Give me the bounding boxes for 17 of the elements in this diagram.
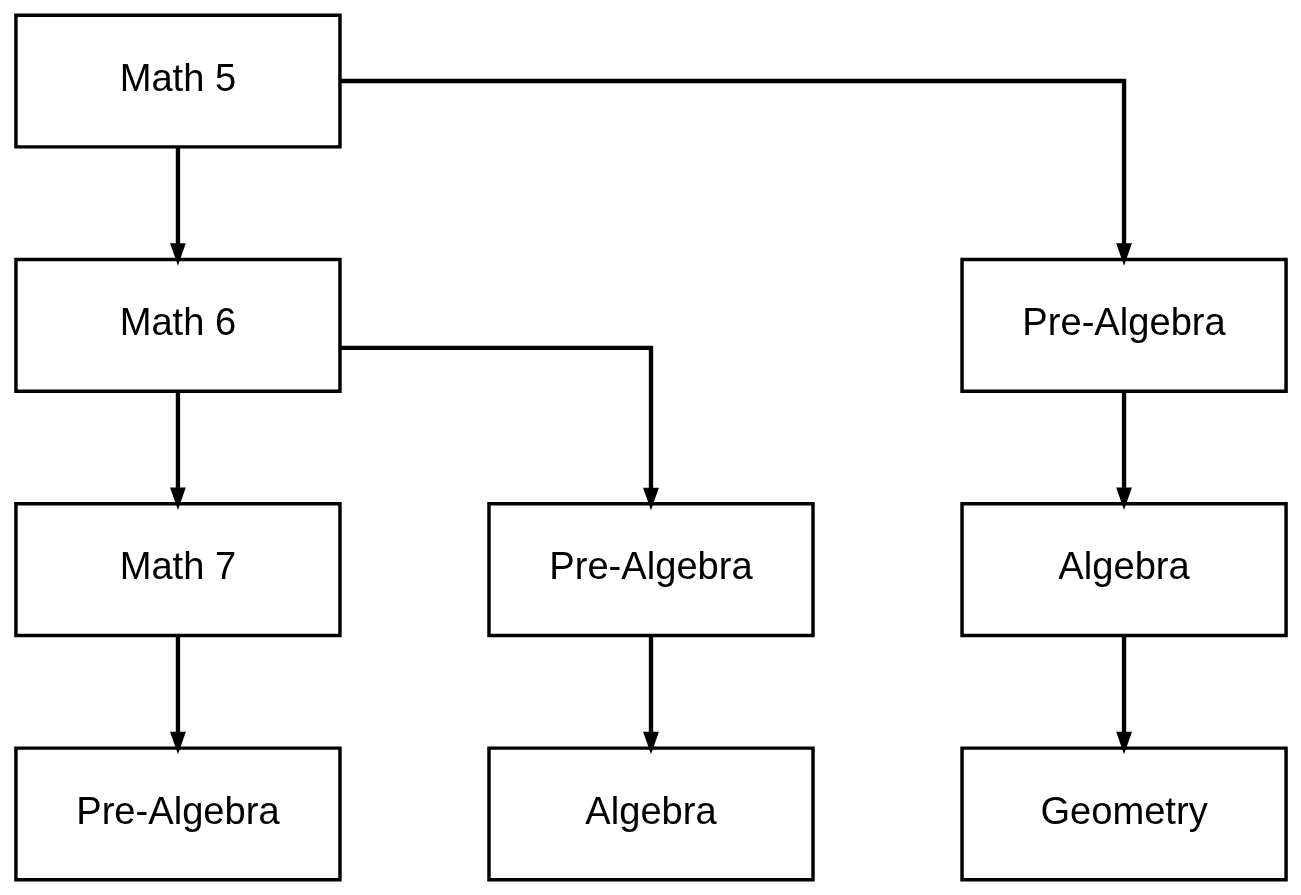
node-box: Math 7 [13, 502, 342, 638]
node-box: Pre-Algebra [13, 746, 342, 882]
node-box: Algebra [486, 746, 815, 882]
node-box: Algebra [959, 502, 1288, 638]
arrow [339, 78, 1132, 266]
node-box: Pre-Algebra [486, 502, 815, 638]
arrow [642, 635, 659, 755]
arrow [1115, 635, 1132, 755]
arrow [169, 147, 186, 266]
node-box: Math 5 [13, 13, 342, 149]
node-box: Geometry [959, 746, 1288, 882]
arrow [1115, 391, 1132, 511]
arrow [169, 635, 186, 755]
node-box: Pre-Algebra [959, 257, 1288, 393]
arrow [339, 345, 659, 511]
node-box: Math 6 [13, 257, 342, 393]
arrow [169, 391, 186, 511]
